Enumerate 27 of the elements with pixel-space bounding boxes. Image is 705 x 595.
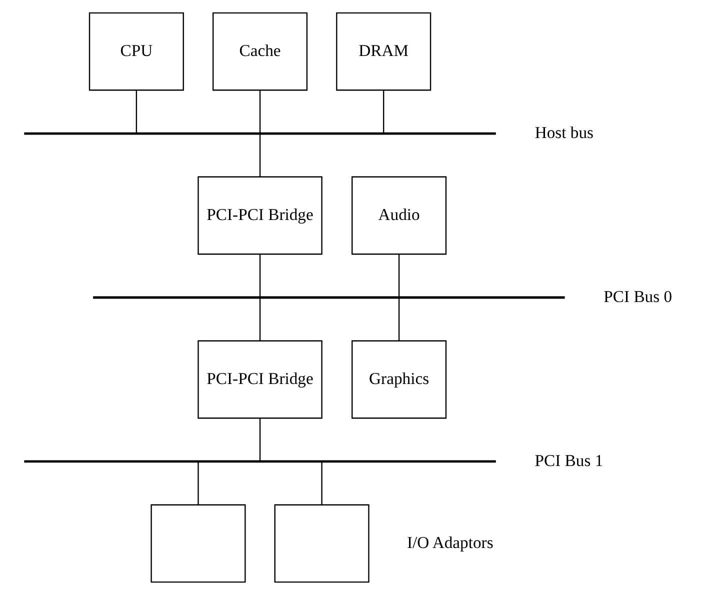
connector	[320, 462, 322, 505]
label: I/O Adaptors	[406, 532, 493, 552]
node-box	[274, 504, 369, 583]
node-box: PCI-PCI Bridge	[197, 340, 322, 419]
connector	[258, 298, 260, 341]
node-box: PCI-PCI Bridge	[197, 176, 322, 255]
node-label: PCI Bus 1	[534, 450, 603, 470]
node-box: Cache	[212, 12, 308, 91]
node-box	[150, 504, 246, 583]
connector	[197, 462, 198, 505]
connector	[258, 134, 260, 177]
node-bar	[24, 132, 496, 135]
connector	[382, 90, 384, 133]
node-box: CPU	[88, 12, 184, 91]
connector	[258, 418, 260, 460]
node-label: Host bus	[534, 122, 594, 142]
node-box: DRAM	[336, 12, 431, 91]
connector	[258, 90, 260, 133]
node-box: Audio	[351, 176, 446, 255]
node-box: Graphics	[351, 340, 446, 419]
connector	[135, 90, 137, 133]
connector	[258, 254, 260, 297]
connector	[398, 254, 400, 297]
node-label: PCI Bus 0	[603, 286, 672, 306]
connector	[398, 298, 400, 341]
node-bar	[24, 460, 496, 463]
node-bar	[92, 296, 564, 299]
